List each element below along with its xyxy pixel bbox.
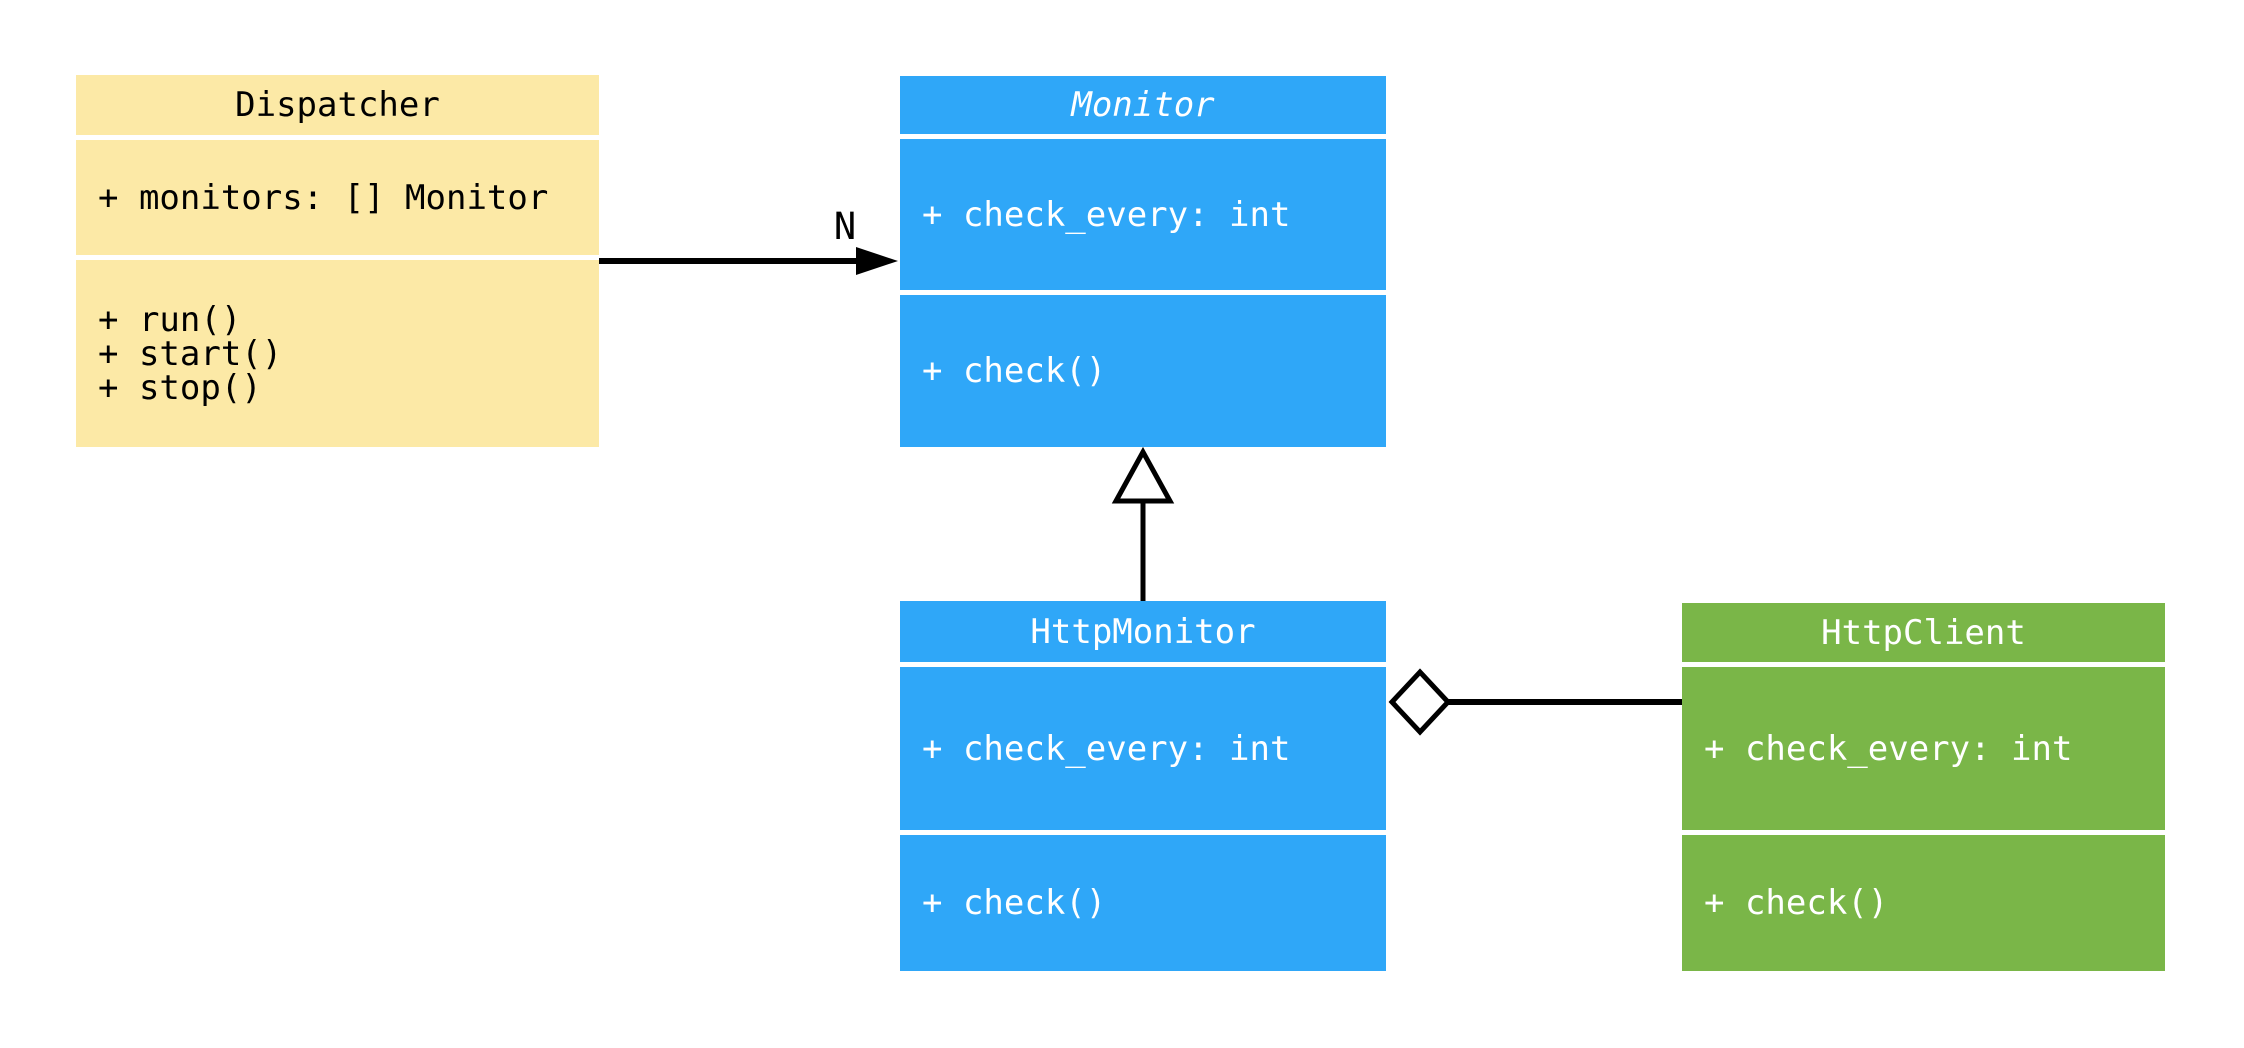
class-title: Monitor	[900, 76, 1386, 134]
class-http-client: HttpClient + check_every: int + check()	[1682, 603, 2165, 971]
method-row: + check()	[922, 883, 1107, 923]
class-monitor: Monitor + check_every: int + check()	[900, 76, 1386, 447]
class-attributes: + monitors: [] Monitor	[76, 140, 599, 255]
class-http-monitor: HttpMonitor + check_every: int + check()	[900, 601, 1386, 971]
class-methods: + check()	[1682, 835, 2165, 971]
inheritance-triangle	[1111, 446, 1175, 504]
class-dispatcher: Dispatcher + monitors: [] Monitor + run(…	[76, 75, 599, 447]
aggregation-diamond	[1388, 668, 1452, 736]
class-title: HttpClient	[1682, 603, 2165, 662]
method-row: + check()	[1704, 883, 1889, 923]
attribute-row: + check_every: int	[922, 728, 1291, 769]
class-title: Dispatcher	[76, 75, 599, 135]
class-attributes: + check_every: int	[900, 667, 1386, 830]
method-row: + run()	[98, 299, 242, 340]
association-arrowhead	[856, 247, 898, 275]
method-row: + start()	[98, 333, 283, 374]
class-methods: + check()	[900, 835, 1386, 971]
class-methods: + check()	[900, 295, 1386, 447]
class-attributes: + check_every: int	[1682, 667, 2165, 830]
class-title: HttpMonitor	[900, 601, 1386, 662]
method-row: + stop()	[98, 367, 262, 408]
attribute-row: + monitors: [] Monitor	[98, 177, 549, 218]
attribute-row: + check_every: int	[922, 194, 1291, 235]
class-methods: + run() + start() + stop()	[76, 260, 599, 447]
association-multiplicity-label: N	[833, 204, 857, 248]
class-attributes: + check_every: int	[900, 139, 1386, 290]
attribute-row: + check_every: int	[1704, 728, 2073, 769]
method-row: + check()	[922, 351, 1107, 391]
